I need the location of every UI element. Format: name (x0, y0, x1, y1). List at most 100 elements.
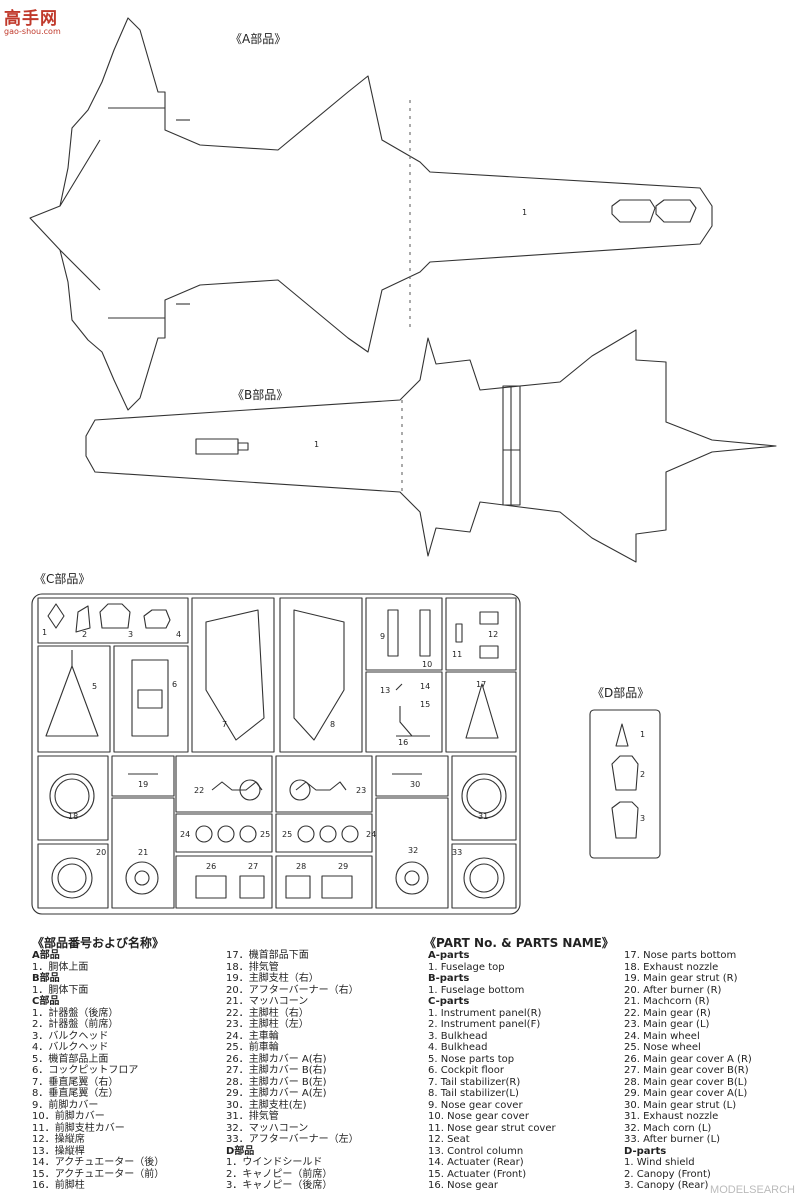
watermark-main: 高手网 (4, 9, 58, 29)
a-part-number: 1 (522, 208, 528, 217)
parts-list-item: 33. After burner (L) (624, 1134, 721, 1145)
d-part-number: 3 (640, 814, 646, 823)
parts-list-item: 2．キャノピー（前席） (226, 1168, 333, 1180)
en-parts-title: 《PART No. & PARTS NAME》 (424, 936, 614, 950)
c-part-number: 29 (338, 862, 349, 871)
b-part-number: 1 (314, 440, 320, 449)
parts-list-item: 14. Actuater (Rear) (428, 1157, 524, 1168)
parts-list-item: 4．バルクヘッド (32, 1042, 109, 1053)
parts-list-item: 27．主脚カバー B(右) (226, 1065, 327, 1076)
c-part-number: 31 (478, 812, 489, 821)
c-part-number: 12 (488, 630, 499, 639)
parts-list-item: 13. Control column (428, 1145, 524, 1157)
parts-list-item: 1. Fuselage top (428, 961, 505, 973)
parts-list-item: 3．キャノピー（後席） (226, 1180, 333, 1191)
a-part-fuselage-top (29, 17, 713, 411)
c-part-number: 9 (380, 632, 386, 641)
c-part-number: 18 (68, 812, 79, 821)
parts-list-item: 8．垂直尾翼（左） (32, 1088, 119, 1099)
parts-list-item: 31. Exhaust nozzle (624, 1111, 719, 1122)
parts-list-item: 8. Tail stabilizer(L) (428, 1088, 519, 1099)
parts-list-item: 11. Nose gear strut cover (428, 1122, 556, 1134)
d-part-number: 2 (640, 770, 646, 779)
c-part-number: 24 (366, 830, 377, 839)
parts-list-item: 28．主脚カバー B(左) (226, 1076, 327, 1088)
parts-list-item: 32．マッハコーン (226, 1122, 309, 1134)
b-part-fuselage-bottom (85, 329, 777, 563)
parts-list-item: 6．コックピットフロア (32, 1065, 139, 1076)
parts-group-heading: C部品 (32, 996, 60, 1007)
parts-list-item: 2. Canopy (Front) (624, 1168, 711, 1180)
c-part-number: 7 (222, 720, 228, 729)
parts-list-item: 24．主車輪 (226, 1030, 279, 1042)
parts-list-item: 3. Bulkhead (428, 1030, 488, 1042)
parts-list-item: 27. Main gear cover B(R) (624, 1065, 749, 1076)
parts-list-item: 29. Main gear cover A(L) (624, 1088, 748, 1099)
parts-list-item: 4. Bulkhead (428, 1042, 488, 1053)
c-part-number: 23 (356, 786, 367, 795)
parts-list-item: 23. Main gear (L) (624, 1019, 710, 1030)
parts-list-item: 15. Actuater (Front) (428, 1168, 527, 1180)
c-part-number: 10 (422, 660, 433, 669)
parts-list-item: 22. Main gear (R) (624, 1007, 711, 1019)
parts-list-item: 14．アクチュエーター（後） (32, 1157, 165, 1168)
parts-list-item: 21．マッハコーン (226, 996, 309, 1007)
footer-watermark: MODELSEARCH (710, 1184, 795, 1196)
parts-list-item: 19. Main gear strut (R) (624, 973, 738, 984)
watermark-sub: gao-shou.com (4, 27, 61, 36)
c-part-number: 25 (260, 830, 271, 839)
section-label-b: 《B部品》 (232, 388, 289, 402)
parts-list-item: 7. Tail stabilizer(R) (428, 1076, 521, 1088)
parts-list-item: 2. Instrument panel(F) (428, 1019, 541, 1030)
c-part-number: 26 (206, 862, 217, 871)
parts-list-item: 29．主脚カバー A(左) (226, 1088, 327, 1099)
c-part-number: 28 (296, 862, 307, 871)
parts-list-item: 1. Wind shield (624, 1157, 695, 1168)
c-part-number: 14 (420, 682, 431, 691)
parts-list-item: 26. Main gear cover A (R) (624, 1053, 752, 1065)
parts-list-item: 9．前脚カバー (32, 1099, 99, 1111)
parts-list-item: 19．主脚支柱（右） (226, 973, 319, 984)
parts-list-item: 30. Main gear strut (L) (624, 1099, 737, 1111)
watermark: 高手网 gao-shou.com (4, 4, 61, 36)
parts-list-item: 33．アフターバーナー（左） (226, 1134, 359, 1145)
parts-group-heading: A-parts (428, 950, 470, 961)
parts-group-heading: D-parts (624, 1145, 667, 1157)
c-part-number: 17 (476, 680, 487, 689)
c-part-number: 32 (408, 846, 419, 855)
c-part-number: 8 (330, 720, 336, 729)
section-label-c: 《C部品》 (34, 572, 91, 586)
c-part-number: 15 (420, 700, 431, 709)
c-part-number: 1 (42, 628, 48, 637)
parts-list-item: 12．操縦席 (32, 1134, 85, 1145)
parts-list-item: 1．ウインドシールド (226, 1157, 323, 1168)
d-part-number: 1 (640, 730, 646, 739)
parts-list-item: 20. After burner (R) (624, 984, 722, 996)
c-part-number: 19 (138, 780, 149, 789)
parts-list-item: 17．機首部品下面 (226, 950, 309, 961)
c-part-number: 16 (398, 738, 409, 747)
c-part-number: 13 (380, 686, 391, 695)
parts-list-item: 10．前脚カバー (32, 1111, 105, 1122)
c-part-number: 22 (194, 786, 205, 795)
c-part-number: 5 (92, 682, 98, 691)
parts-list-item: 6. Cockpit floor (428, 1065, 504, 1076)
parts-group-heading: B部品 (32, 973, 60, 984)
parts-list-item: 16. Nose gear (428, 1180, 498, 1191)
parts-list-item: 23．主脚柱（左） (226, 1019, 309, 1030)
parts-list-item: 12. Seat (428, 1134, 470, 1145)
parts-list-item: 1．計器盤（後席） (32, 1007, 119, 1019)
parts-list-item: 20．アフターバーナー（右） (226, 984, 359, 996)
section-label-d: 《D部品》 (592, 686, 650, 700)
parts-list-item: 26．主脚カバー A(右) (226, 1053, 327, 1065)
c-part-number: 21 (138, 848, 149, 857)
parts-list-item: 7．垂直尾翼（右） (32, 1076, 119, 1088)
parts-list-item: 1. Fuselage bottom (428, 984, 525, 996)
parts-group-heading: D部品 (226, 1145, 255, 1157)
parts-list-item: 10. Nose gear cover (428, 1111, 529, 1122)
